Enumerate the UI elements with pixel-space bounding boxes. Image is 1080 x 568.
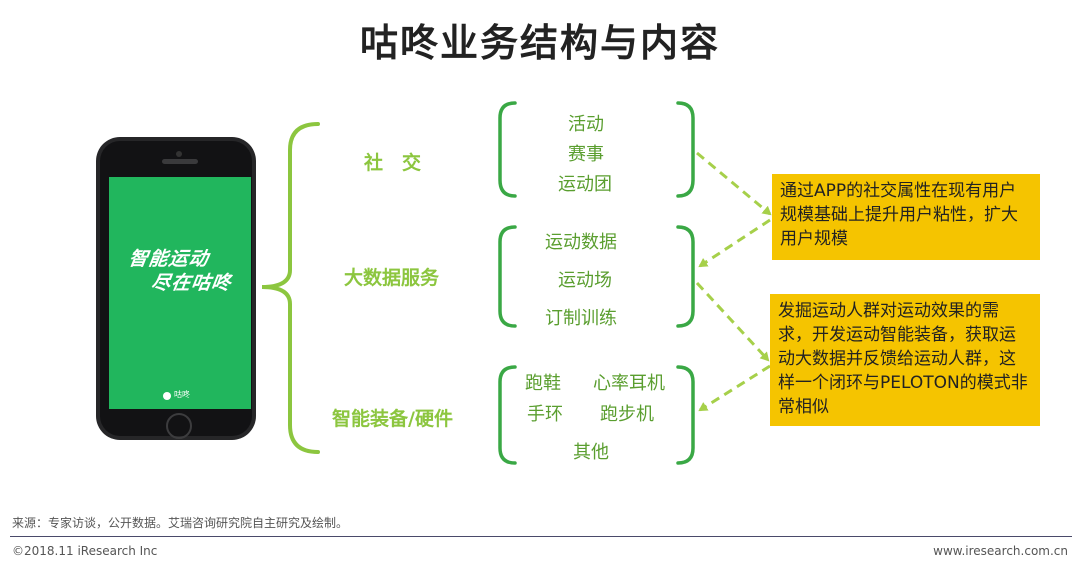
item-competition: 赛事 — [568, 140, 604, 166]
source-note: 来源：专家访谈，公开数据。艾瑞咨询研究院自主研究及绘制。 — [12, 514, 348, 531]
group3-left-bracket — [500, 367, 515, 463]
note-data-loop: 发掘运动人群对运动效果的需求，开发运动智能装备，获取运动大数据并反馈给运动人群，… — [770, 294, 1040, 426]
item-treadmill: 跑步机 — [600, 400, 654, 426]
footer-divider — [10, 536, 1072, 537]
arrow-note1-to-bigdata — [700, 220, 770, 266]
group3-right-bracket — [678, 367, 693, 463]
group2-left-bracket — [500, 227, 515, 326]
main-brace — [262, 124, 318, 452]
group1-right-bracket — [678, 103, 693, 196]
note-social-value: 通过APP的社交属性在现有用户规模基础上提升用户粘性，扩大用户规模 — [772, 174, 1040, 260]
group1-left-bracket — [500, 103, 515, 196]
arrow-bigdata-to-note2 — [697, 283, 768, 360]
footer-copyright: ©2018.11 iResearch Inc — [12, 544, 157, 558]
item-heart-rate-earphones: 心率耳机 — [593, 369, 665, 395]
item-sports-data: 运动数据 — [545, 228, 617, 254]
item-wristband: 手环 — [527, 400, 563, 426]
category-bigdata: 大数据服务 — [344, 263, 439, 290]
item-other: 其他 — [573, 438, 609, 464]
item-custom-training: 订制训练 — [545, 304, 617, 330]
group2-right-bracket — [678, 227, 693, 326]
item-sports-venue: 运动场 — [558, 266, 612, 292]
arrow-note2-to-hardware — [700, 366, 770, 410]
category-hardware: 智能装备/硬件 — [332, 404, 453, 431]
item-sports-team: 运动团 — [558, 170, 612, 196]
category-social: 社 交 — [364, 148, 421, 175]
item-activity: 活动 — [568, 110, 604, 136]
arrow-social-to-note1 — [697, 153, 770, 214]
item-running-shoes: 跑鞋 — [525, 369, 561, 395]
footer-website: www.iresearch.com.cn — [933, 544, 1068, 558]
